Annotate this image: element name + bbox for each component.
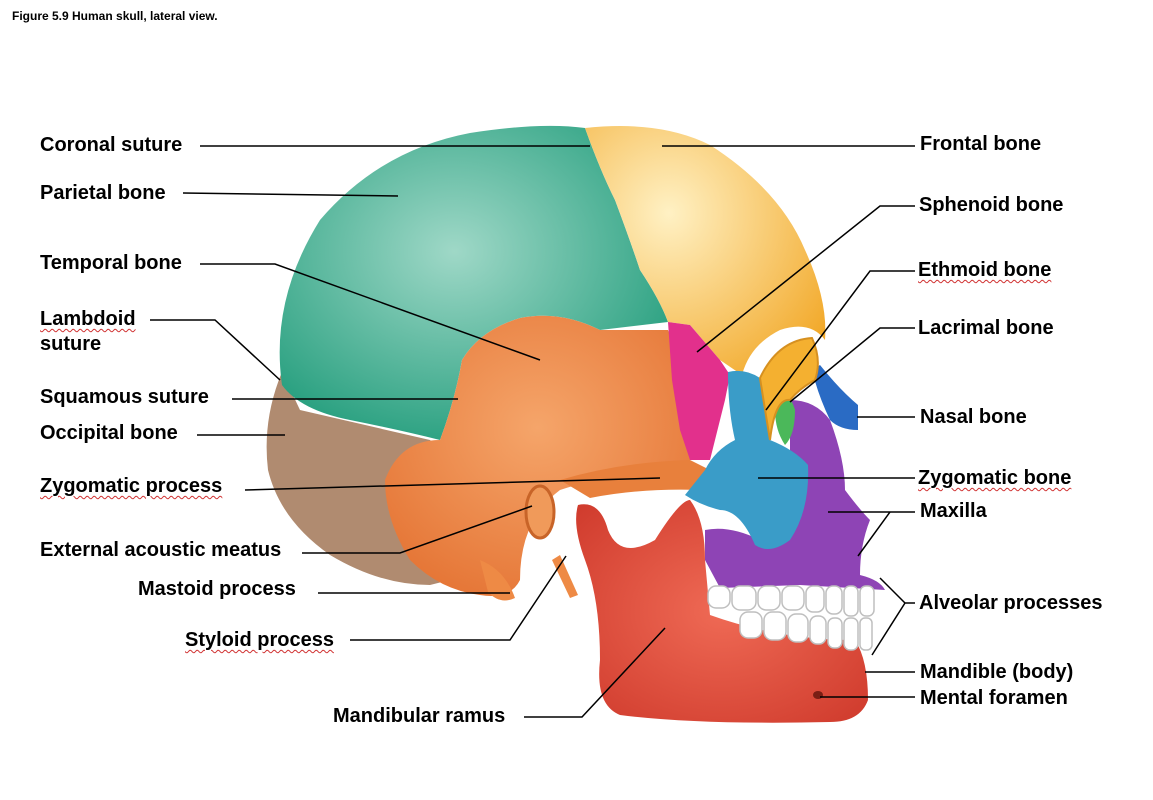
label-temporal-bone: Temporal bone: [40, 252, 182, 274]
label-ethmoid-bone-text: Ethmoid bone: [918, 259, 1052, 281]
label-styloid-process-text: Styloid process: [185, 629, 334, 651]
label-external-acoustic-meatus: External acoustic meatus: [40, 539, 282, 561]
leader-parietal-bone: [182, 192, 399, 197]
label-lacrimal-bone: Lacrimal bone: [918, 317, 1054, 339]
mental-foramen-shape: [813, 691, 823, 699]
leader-lacrimal-bone: [789, 327, 915, 403]
label-maxilla: Maxilla: [920, 500, 987, 522]
label-ethmoid-bone: Ethmoid bone: [918, 258, 1051, 282]
parietal-bone-shape: [279, 125, 668, 440]
label-sphenoid-bone: Sphenoid bone: [919, 194, 1064, 216]
label-mandibular-ramus: Mandibular ramus: [333, 705, 506, 727]
label-lambdoid-suture-line2: suture: [40, 333, 102, 355]
label-nasal-bone: Nasal bone: [920, 406, 1027, 428]
nasal-bone-shape: [812, 365, 858, 430]
label-zygomatic-process: Zygomatic process: [40, 474, 222, 498]
leader-lambdoid-suture: [150, 319, 281, 381]
label-mandible-body: Mandible (body): [920, 661, 1074, 683]
mandible-shape: [576, 500, 868, 723]
leader-styloid-process: [350, 555, 567, 641]
label-zygomatic-bone: Zygomatic bone: [918, 466, 1071, 490]
leader-sphenoid-bone: [696, 205, 915, 353]
label-occipital-bone: Occipital bone: [40, 422, 178, 444]
styloid-process-shape: [552, 555, 578, 598]
ear-canal-shape: [524, 484, 556, 540]
leader-zygomatic-process: [244, 477, 661, 491]
label-mastoid-process: Mastoid process: [138, 578, 296, 600]
label-coronal-suture: Coronal suture: [40, 134, 183, 156]
figure-caption: Figure 5.9 Human skull, lateral view.: [12, 9, 218, 23]
leader-lines: [150, 145, 915, 718]
orbit-shape: [758, 336, 819, 441]
sphenoid-bone-shape: [668, 322, 730, 460]
label-parietal-bone: Parietal bone: [40, 182, 166, 204]
leader-mandibular-ramus: [524, 627, 666, 718]
label-squamous-suture: Squamous suture: [40, 386, 209, 408]
label-mental-foramen: Mental foramen: [920, 687, 1068, 709]
leader-alveolar-processes: [871, 577, 915, 656]
leader-maxilla: [828, 511, 915, 557]
leader-ethmoid-bone: [765, 270, 915, 411]
frontal-bone-shape: [585, 126, 826, 375]
teeth-group: [707, 585, 875, 651]
leader-external-acoustic-meatus: [302, 505, 533, 554]
label-alveolar-processes: Alveolar processes: [919, 592, 1103, 614]
zygomatic-bone-shape: [685, 370, 809, 549]
ethmoid-bone-shape: [775, 394, 795, 445]
temporal-bone-shape: [385, 315, 690, 596]
label-zygomatic-process-text: Zygomatic process: [40, 475, 223, 497]
label-lambdoid-suture-word: Lambdoid: [40, 308, 136, 330]
label-lambdoid-suture-line1: Lambdoid: [40, 307, 136, 331]
label-styloid-process: Styloid process: [185, 628, 334, 652]
mastoid-process-shape: [480, 560, 515, 601]
label-frontal-bone: Frontal bone: [920, 133, 1042, 155]
label-zygomatic-bone-text: Zygomatic bone: [918, 467, 1072, 489]
leader-temporal-bone: [200, 263, 541, 361]
